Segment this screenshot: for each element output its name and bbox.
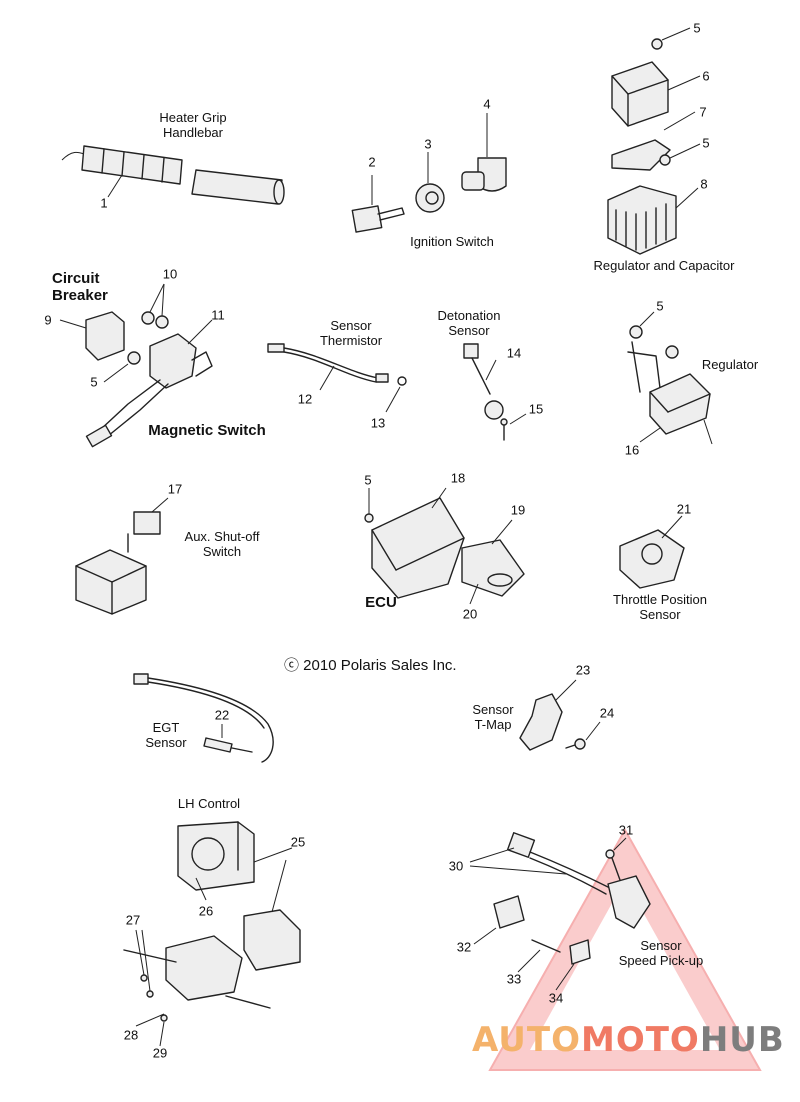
callout-number: 16 xyxy=(624,442,640,458)
callout-number: 5 xyxy=(693,20,701,36)
regulator-label: Regulator xyxy=(701,357,759,372)
callout-number: 33 xyxy=(506,971,522,987)
callout-number: 22 xyxy=(214,707,230,723)
callout-number: 1 xyxy=(100,195,108,211)
regulator-capacitor-label: Regulator and Capacitor xyxy=(593,258,735,273)
watermark-part-1: AUTO xyxy=(472,1020,581,1060)
callout-number: 9 xyxy=(44,312,52,328)
sensor-thermistor-part xyxy=(267,343,407,413)
callout-number: 7 xyxy=(699,104,707,120)
magnetic-switch-label: Magnetic Switch xyxy=(148,422,266,439)
lh-control-part xyxy=(123,821,301,1047)
ecu-label: ECU xyxy=(365,594,397,611)
callout-number: 5 xyxy=(364,472,372,488)
regulator-capacitor-part xyxy=(607,27,701,255)
callout-number: 15 xyxy=(528,401,544,417)
callout-number: 29 xyxy=(152,1045,168,1061)
ecu-part xyxy=(364,487,525,605)
callout-number: 20 xyxy=(462,606,478,622)
detonation-sensor-label: Detonation Sensor xyxy=(437,308,501,338)
aux-shutoff-label: Aux. Shut-off Switch xyxy=(184,529,260,559)
callout-number: 10 xyxy=(162,266,178,282)
sensor-thermistor-label: Sensor Thermistor xyxy=(319,318,383,348)
lh-control-label: LH Control xyxy=(177,796,241,811)
watermark-part-3: HUB xyxy=(699,1020,785,1060)
speed-pickup-label: Sensor Speed Pick-up xyxy=(618,938,704,968)
circuit-breaker-label: Circuit Breaker xyxy=(52,270,108,304)
watermark-part-2: MOTO xyxy=(580,1020,700,1060)
detonation-sensor-part xyxy=(463,343,527,441)
ignition-switch-label: Ignition Switch xyxy=(410,234,494,249)
egt-sensor-label: EGT Sensor xyxy=(145,720,187,750)
callout-number: 30 xyxy=(448,858,464,874)
callout-number: 17 xyxy=(167,481,183,497)
callout-number: 28 xyxy=(123,1027,139,1043)
callout-number: 11 xyxy=(211,307,225,323)
callout-number: 32 xyxy=(456,939,472,955)
callout-number: 5 xyxy=(90,374,98,390)
throttle-position-sensor-part xyxy=(619,515,685,589)
magnetic-switch-part xyxy=(59,283,213,448)
callout-number: 2 xyxy=(368,154,376,170)
callout-number: 24 xyxy=(599,705,615,721)
callout-number: 6 xyxy=(702,68,710,84)
speed-pickup-sensor-part xyxy=(469,832,651,991)
throttle-position-label: Throttle Position Sensor xyxy=(613,592,707,622)
callout-number: 3 xyxy=(424,136,432,152)
regulator-part xyxy=(627,311,713,445)
callout-number: 21 xyxy=(676,501,692,517)
ignition-switch-part xyxy=(351,113,507,233)
callout-number: 31 xyxy=(618,822,634,838)
egt-sensor-part xyxy=(133,673,274,763)
callout-number: 23 xyxy=(575,662,591,678)
aux-shutoff-switch-part xyxy=(75,497,169,615)
callout-number: 27 xyxy=(125,912,141,928)
callout-number: 34 xyxy=(548,990,564,1006)
callout-number: 8 xyxy=(700,176,708,192)
callout-number: 12 xyxy=(297,391,313,407)
copyright-text: ⓒ 2010 Polaris Sales Inc. xyxy=(284,657,457,674)
callout-number: 19 xyxy=(510,502,526,518)
callout-number: 14 xyxy=(506,345,522,361)
sensor-tmap-label: Sensor T-Map xyxy=(472,702,514,732)
callout-number: 18 xyxy=(450,470,466,486)
watermark-triangle-icon xyxy=(488,827,762,1071)
heater-grip-part xyxy=(61,145,285,205)
sensor-tmap-part xyxy=(519,679,601,751)
heater-grip-label: Heater Grip Handlebar xyxy=(159,110,227,140)
callout-number: 13 xyxy=(370,415,386,431)
callout-number: 26 xyxy=(198,903,214,919)
watermark-logo: AUTOMOTOHUB xyxy=(472,1020,785,1060)
callout-number: 5 xyxy=(702,135,710,151)
callout-number: 4 xyxy=(483,96,491,112)
callout-number: 25 xyxy=(290,834,306,850)
callout-number: 5 xyxy=(656,298,664,314)
